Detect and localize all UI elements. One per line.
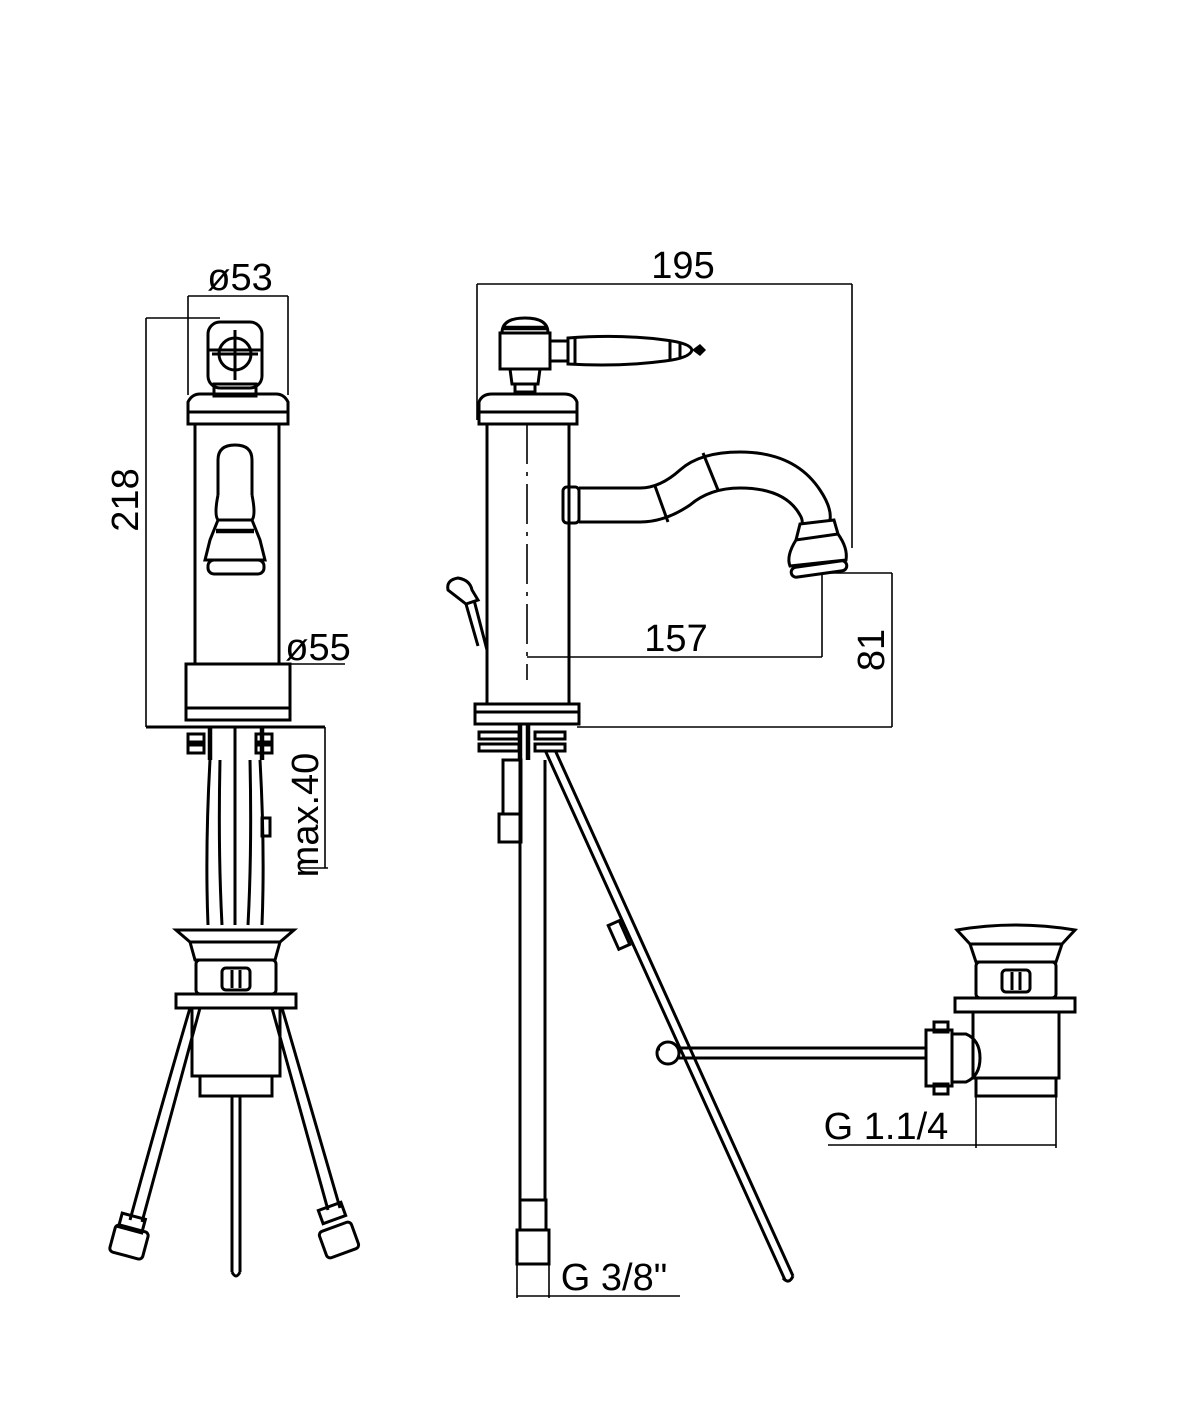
front-spout [203, 443, 267, 576]
dimension-diameter-55: ø55 [285, 627, 350, 669]
side-body [485, 422, 571, 706]
label-reach-157: 157 [644, 618, 707, 660]
dimension-reach-157: 157 [527, 575, 823, 660]
side-supply-hose [515, 760, 551, 1266]
side-spout [561, 450, 849, 579]
dimension-depth-195: 195 [476, 245, 853, 548]
front-hoses-lower [108, 1007, 361, 1278]
label-depth-195: 195 [651, 245, 714, 287]
dimension-max-40: max.40 [285, 727, 328, 877]
front-view: ø53 218 [105, 257, 361, 1278]
dimension-waste-thread: G 1.1/4 [824, 1096, 1057, 1148]
waste-view: G 1.1/4 [824, 923, 1078, 1148]
front-hoses-upper [205, 728, 272, 926]
dimension-diameter-53: ø53 [187, 257, 289, 395]
label-height-218: 218 [105, 468, 147, 531]
side-handle [498, 316, 706, 394]
waste-side-nut [924, 1020, 982, 1096]
label-waste-thread: G 1.1/4 [824, 1106, 949, 1148]
front-fixing-nuts [186, 728, 274, 760]
label-diameter-55: ø55 [285, 627, 350, 669]
side-popup-rod [446, 576, 489, 651]
label-max-40: max.40 [285, 753, 327, 878]
label-diameter-53: ø53 [207, 257, 272, 299]
label-supply-thread: G 3/8" [561, 1257, 667, 1299]
side-diagonal-rod [543, 749, 795, 1283]
dimension-supply-thread: G 3/8" [516, 1257, 680, 1299]
dimension-height-218: 218 [105, 317, 220, 728]
side-view: 195 [446, 245, 926, 1299]
linkage-rod [655, 1040, 926, 1066]
side-fixing [477, 724, 567, 844]
front-waste [171, 928, 299, 1098]
dimension-height-81: 81 [577, 572, 893, 728]
label-height-81: 81 [851, 629, 893, 671]
front-handle [206, 320, 264, 398]
